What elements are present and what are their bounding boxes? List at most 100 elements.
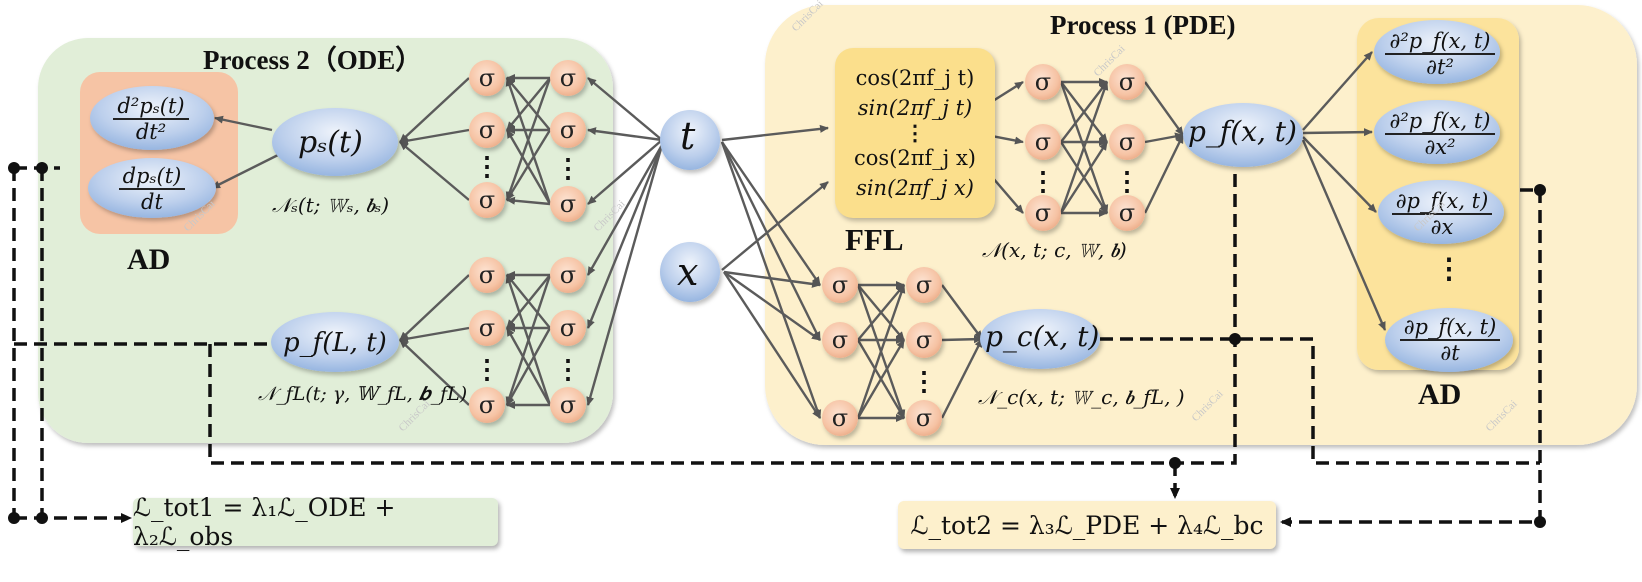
neuron: σ	[469, 60, 505, 96]
ps-node	[272, 108, 398, 176]
loss-total1-formula: ℒ_tot1 = λ₁ℒ_ODE + λ₂ℒ_obs	[133, 493, 396, 551]
neuron: σ	[550, 186, 586, 222]
pc-node-label: p_c(x, t)	[985, 320, 1100, 353]
pf-node-label: p_f(x, t)	[1188, 115, 1297, 148]
fraction-numerator: d²pₛ(t)	[113, 94, 189, 120]
edge-arrow	[1060, 81, 1108, 143]
edge-arrow	[720, 141, 822, 341]
input-t-node	[660, 110, 720, 170]
neuron-circle	[550, 310, 586, 346]
edge-arrow	[1302, 136, 1377, 213]
edge-arrow	[399, 274, 470, 341]
dashed-connector	[1100, 337, 1540, 465]
neuron: σ	[469, 387, 505, 423]
neuron-circle	[1109, 124, 1145, 160]
input-x-label: x	[677, 250, 699, 294]
fraction-numerator: dpₛ(t)	[118, 164, 186, 190]
neuron-circle	[822, 267, 858, 303]
sigma-icon: σ	[1035, 199, 1051, 227]
dpf-dx-output: ∂p_f(x, t) ∂x	[1377, 180, 1507, 248]
loss-total2: ℒ_tot2 = λ₃ℒ_PDE + λ₄ℒ_bc	[898, 501, 1276, 549]
edge-arrow	[587, 127, 663, 142]
fraction-numerator: ∂²p_f(x, t)	[1385, 109, 1495, 135]
neuron: σ	[822, 322, 858, 358]
neuron: σ	[906, 400, 942, 436]
input-t-label: t	[680, 114, 696, 158]
edge-arrow	[586, 144, 664, 276]
neuron-ellipsis: ⋮	[911, 367, 937, 397]
edge-arrow	[506, 77, 551, 131]
edge-arrow	[505, 274, 552, 406]
edge-arrow	[856, 339, 906, 419]
edge-arrow	[399, 326, 470, 343]
neuron: σ	[1025, 195, 1061, 231]
neuron-ellipsis: ⋮	[555, 355, 581, 385]
neuron-circle	[1109, 64, 1145, 100]
sigma-icon: σ	[916, 271, 932, 299]
edge-arrow	[941, 284, 983, 340]
neuron-circle	[906, 400, 942, 436]
input-x-node	[660, 242, 720, 302]
neuron-circle	[550, 186, 586, 222]
fraction-denominator: ∂t	[1440, 341, 1460, 365]
fraction-denominator: dt	[141, 190, 163, 214]
neuron-circle	[550, 112, 586, 148]
loss-total2-formula: ℒ_tot2 = λ₃ℒ_PDE + λ₄ℒ_bc	[910, 510, 1264, 540]
junction-dot	[36, 162, 48, 174]
edge-arrow	[506, 196, 551, 206]
edge-arrow	[1144, 81, 1184, 136]
neuron: σ	[469, 310, 505, 346]
edge-arrow	[721, 124, 829, 142]
ffl-ellipsis: ⋮	[904, 120, 926, 145]
neuron-circle	[822, 400, 858, 436]
edge-arrow	[399, 128, 470, 145]
neuron: σ	[1025, 124, 1061, 160]
d2pf-dt2-output: ∂²p_f(x, t) ∂t²	[1375, 20, 1505, 88]
neuron-circle	[906, 322, 942, 358]
sigma-icon: σ	[832, 326, 848, 354]
edge-arrow	[1302, 128, 1373, 137]
d2ps-dt2-output: d²pₛ(t) dt²	[88, 86, 214, 152]
edge-arrow	[1143, 134, 1185, 214]
neuron-circle	[1109, 195, 1145, 231]
ffl-feature: sin(2πf_j t)	[857, 96, 973, 120]
junction-dot	[8, 162, 20, 174]
neuron-circle	[822, 322, 858, 358]
edge-arrow	[506, 274, 551, 329]
process2-title: Process 2（ODE）	[203, 45, 423, 75]
fraction-denominator: ∂x	[1430, 215, 1454, 239]
junction-dot	[1534, 184, 1546, 196]
process1-ad-label: AD	[1418, 378, 1462, 411]
fraction-denominator: dt²	[135, 120, 167, 144]
neuron-circle	[469, 182, 505, 218]
dpf-dx-ellipse	[1378, 180, 1504, 244]
neuron-circle	[1025, 124, 1061, 160]
pfl-node	[271, 312, 399, 372]
neuron: σ	[550, 112, 586, 148]
fraction-denominator: ∂t²	[1426, 55, 1454, 79]
sigma-icon: σ	[560, 314, 576, 342]
pc-network-label: 𝒩_c(x, t; 𝕎_c, 𝒃_fL, )	[978, 385, 1185, 409]
neuron: σ	[906, 267, 942, 303]
sigma-icon: σ	[479, 186, 495, 214]
sigma-icon: σ	[560, 391, 576, 419]
edge-arrow	[505, 129, 552, 205]
neuron: σ	[550, 387, 586, 423]
edge-arrow	[399, 77, 470, 143]
fraction-numerator: ∂p_f(x, t)	[1391, 189, 1493, 215]
neuron-circle	[906, 267, 942, 303]
fraction-numerator: ∂p_f(x, t)	[1399, 315, 1501, 341]
edge-arrow	[399, 339, 470, 406]
ffl-feature: cos(2πf_j x)	[853, 146, 977, 170]
neuron-circle	[469, 257, 505, 293]
neuron: σ	[1109, 195, 1145, 231]
ps-network-label: 𝒩ₛ(t; 𝕎ₛ, 𝒃ₛ)	[272, 193, 390, 217]
neuron: σ	[1109, 124, 1145, 160]
edge-arrow	[1301, 139, 1387, 331]
ps-node-label: pₛ(t)	[298, 125, 363, 160]
edge-arrow	[723, 271, 821, 341]
sigma-icon: σ	[479, 116, 495, 144]
neuron-ellipsis: ⋮	[555, 154, 581, 184]
sigma-icon: σ	[916, 404, 932, 432]
dpf-dt-output: ∂p_f(x, t) ∂t	[1385, 306, 1515, 374]
